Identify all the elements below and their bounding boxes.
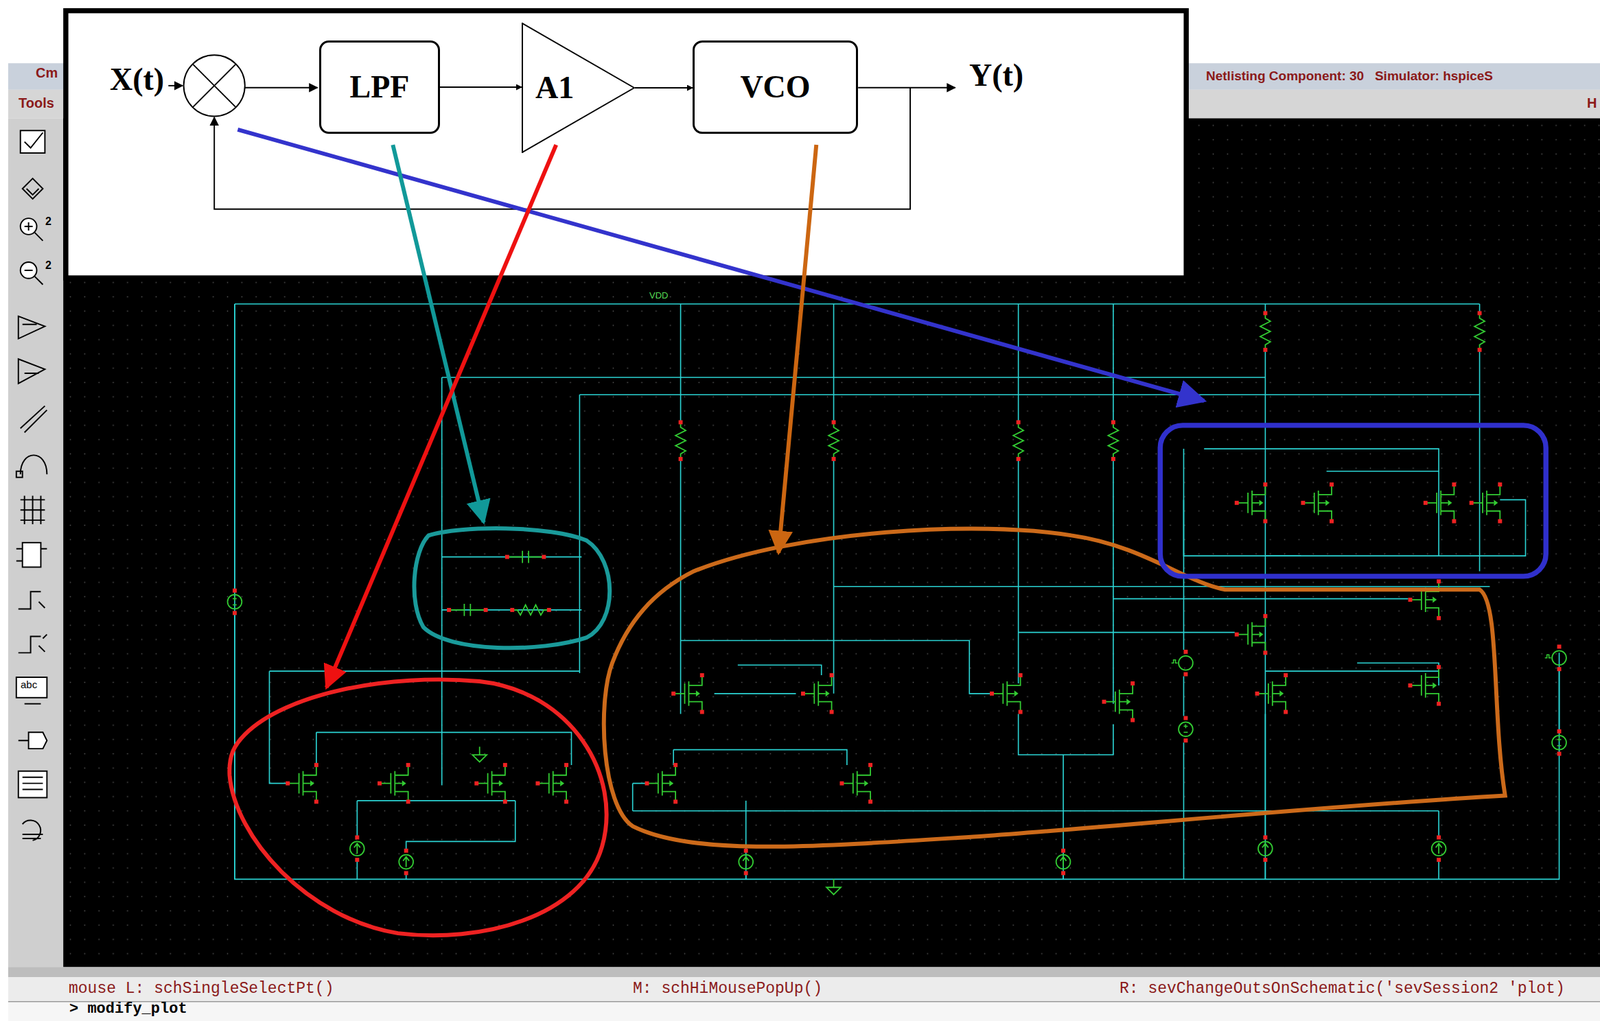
mouse-hint: mouse L: schSingleSelectPt() [68,980,334,999]
filter-block: LPF [319,40,440,134]
status-text: Netlisting Component: 30 Simulator: hspi… [1206,69,1493,84]
menu-item: H [1586,95,1597,111]
net-name: VDD [649,291,668,301]
mouse-hint: R: sevChangeOutsOnSchematic('sevSession2… [1119,980,1565,999]
triangle-shape [522,23,635,153]
signal-arrow [439,86,522,88]
text-holder: A1 [535,70,574,106]
mouse-hint: M: schHiMousePopUp() [632,980,823,999]
icon-label: 2 [45,259,52,272]
output-signal: Y(t) [969,58,1024,94]
vco-block: VCO [692,40,859,134]
icon-label: 2 [45,215,52,228]
icon-label: abc [20,679,38,692]
input-signal: X(t) [109,62,165,98]
command-line: > modify_plot [69,1001,188,1018]
menu-item: Tools [18,95,55,111]
window-title: Cm [35,65,58,81]
block-label: VCO [739,70,810,106]
signal-arrow [634,87,693,89]
block-label: A1 [535,70,574,106]
block-label: LPF [350,70,410,106]
amplifier-triangle: A1 [521,22,635,154]
